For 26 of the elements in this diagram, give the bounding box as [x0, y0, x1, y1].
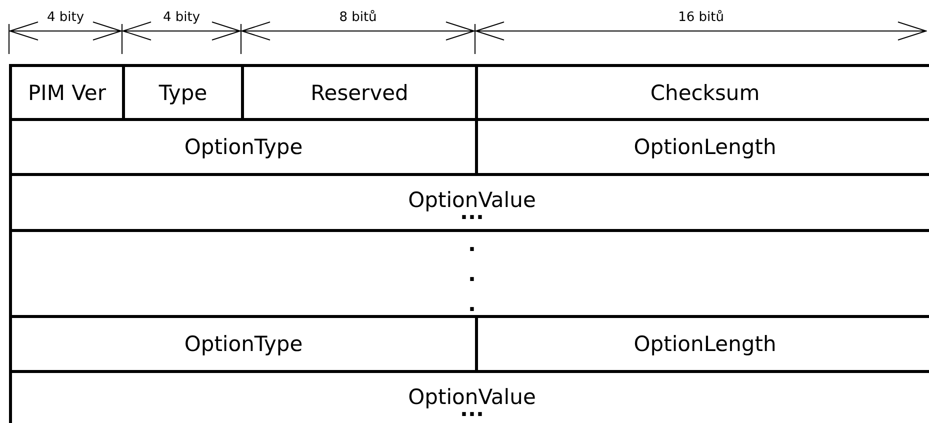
field-cell — [9, 173, 929, 229]
field-name: Reserved — [310, 82, 408, 104]
field-cell — [122, 64, 241, 118]
ellipsis-dot: . — [468, 230, 476, 258]
field-name: OptionType — [184, 136, 303, 158]
field-cell — [9, 64, 122, 118]
ellipsis-dot: . — [468, 260, 476, 288]
field-cell — [9, 118, 475, 173]
field-cell — [9, 370, 929, 423]
field-cell — [475, 315, 929, 370]
field-cell — [9, 315, 475, 370]
field-cell — [9, 229, 929, 315]
field-name: Checksum — [650, 82, 760, 104]
dimension-label: 4 bity — [162, 10, 202, 25]
field-name: OptionLength — [634, 136, 776, 158]
dimension-label: 16 bitů — [677, 10, 725, 25]
field-name: Type — [158, 82, 208, 104]
field-name: PIM Ver — [28, 82, 106, 104]
ellipsis-dot: . — [468, 290, 476, 318]
dimension-label: 8 bitů — [338, 10, 378, 25]
field-cell — [475, 64, 929, 118]
field-cell — [241, 64, 475, 118]
field-name: OptionType — [184, 333, 303, 355]
dimension-label: 4 bity — [46, 10, 86, 25]
field-name: OptionLength — [634, 333, 776, 355]
field-cell — [475, 118, 929, 173]
